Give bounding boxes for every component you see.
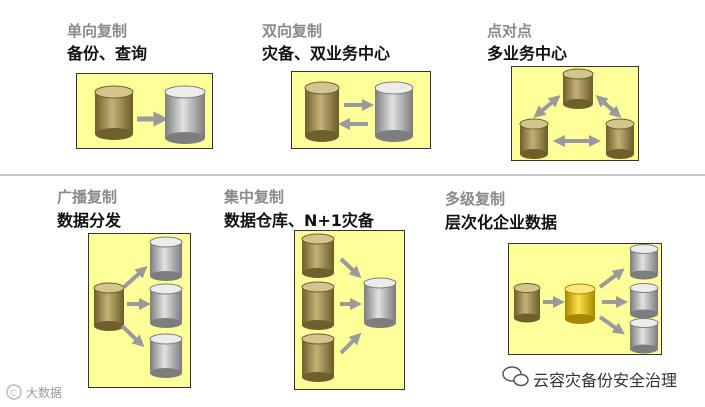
cylinder-broadcast-target-2: [149, 283, 183, 328]
watermark-logo-icon: C: [6, 384, 22, 400]
cylinder-peer-top: [562, 68, 594, 109]
cylinder-central-source-2: [301, 281, 335, 330]
watermark-secondary-text: 大数据: [26, 386, 63, 400]
arrow-multilevel-4: [598, 315, 625, 335]
section-title-one-way: 单向复制: [67, 22, 128, 40]
cylinder-secondary: [374, 81, 414, 142]
cylinder-broadcast-source: [93, 282, 125, 331]
section-title-two-way: 双向复制: [262, 22, 323, 40]
cylinder-source: [94, 85, 134, 140]
section-subtitle-central: 数据仓库、N+1灾备: [224, 211, 374, 230]
section-subtitle-peer: 多业务中心: [487, 44, 568, 63]
cylinder-target: [164, 85, 206, 144]
arrow-central-1: [339, 257, 362, 279]
wechat-icon: [502, 366, 529, 387]
section-title-broadcast: 广播复制: [57, 188, 118, 206]
cylinder-multilevel-target-3: [629, 318, 659, 354]
cylinder-multilevel-relay: [564, 283, 596, 324]
cylinder-peer-right: [605, 118, 635, 159]
section-subtitle-one-way: 备份、查询: [67, 44, 148, 63]
watermark-text: 云容灾备份安全治理: [533, 371, 678, 390]
arrow-broadcast-1: [122, 265, 148, 289]
section-title-peer: 点对点: [487, 22, 533, 40]
cylinder-central-source-3: [301, 333, 335, 382]
cylinder-central-source-1: [301, 233, 335, 278]
section-divider: [0, 174, 705, 176]
section-subtitle-two-way: 灾备、双业务中心: [262, 44, 391, 63]
cylinder-broadcast-target-1: [149, 236, 183, 281]
section-title-multilevel: 多级复制: [445, 190, 506, 208]
section-title-central: 集中复制: [224, 188, 285, 206]
cylinder-multilevel-target-2: [629, 283, 659, 319]
section-subtitle-multilevel: 层次化企业数据: [445, 213, 558, 232]
cylinder-central-target: [363, 277, 397, 328]
arrow-peer-right: [595, 95, 622, 118]
arrow-central-3: [339, 332, 362, 355]
cylinder-broadcast-target-3: [149, 333, 183, 378]
cylinder-primary: [304, 81, 340, 142]
cylinder-peer-left: [519, 118, 549, 159]
arrow-peer-left: [533, 95, 561, 118]
cylinder-multilevel-source: [513, 283, 541, 323]
svg-text:C: C: [10, 389, 16, 399]
section-subtitle-broadcast: 数据分发: [57, 211, 122, 230]
arrow-multilevel-2: [598, 268, 625, 289]
arrow-broadcast-3: [120, 324, 145, 348]
cylinder-multilevel-target-1: [629, 244, 659, 280]
